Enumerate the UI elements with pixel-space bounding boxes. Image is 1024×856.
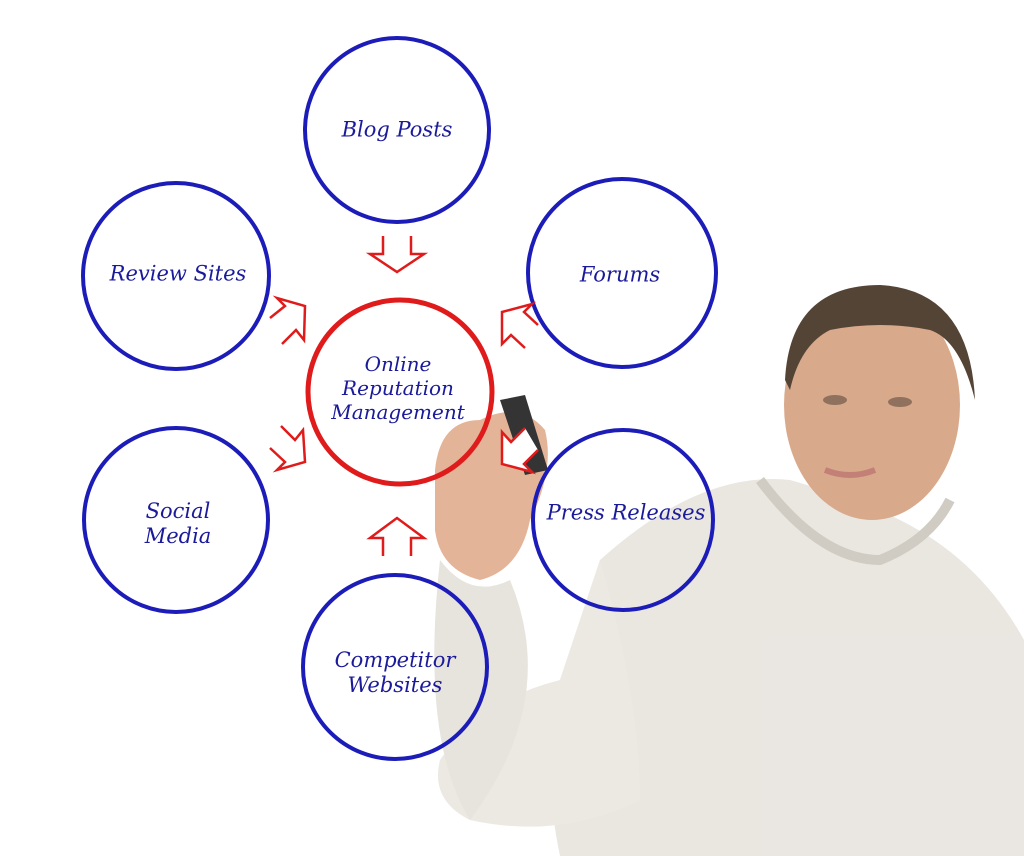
node-label-review-sites: Review Sites <box>110 262 247 287</box>
node-circles <box>81 36 718 761</box>
node-text-line-2: Websites <box>347 673 443 697</box>
node-text: Press Releases <box>546 500 706 525</box>
node-text: Forums <box>579 262 661 287</box>
arrow-down-left-icon <box>500 301 539 349</box>
arrow-up-left-icon <box>500 427 539 475</box>
node-circle-blog-posts <box>303 36 491 224</box>
node-text-line-1: Social <box>145 499 211 523</box>
center-circle <box>305 297 495 487</box>
node-circle-competitor-websites <box>301 573 489 761</box>
node-label-blog-posts: Blog Posts <box>342 118 453 143</box>
center-label: Online Reputation Management <box>331 352 465 424</box>
node-text: Blog Posts <box>341 117 453 142</box>
arrow-down-right-icon <box>269 295 307 345</box>
node-label-forums: Forums <box>580 263 660 288</box>
arrow-up-right-icon <box>269 425 307 473</box>
node-label-social-media: Social Media <box>145 499 212 549</box>
node-text-line-1: Competitor <box>334 648 456 672</box>
center-text-line-3: Management <box>331 400 465 424</box>
node-text-line-2: Media <box>144 524 212 548</box>
node-label-press-releases: Press Releases <box>547 501 706 526</box>
node-circle-social-media <box>82 426 270 614</box>
node-circle-forums <box>526 177 718 369</box>
center-text-line-2: Reputation <box>342 376 454 400</box>
person-figure <box>434 285 1024 856</box>
node-text: Review Sites <box>109 261 247 286</box>
arrow-down-icon <box>365 236 429 274</box>
arrows <box>269 236 539 556</box>
arrow-up-icon <box>366 516 428 556</box>
node-label-competitor-websites: Competitor Websites <box>335 648 456 698</box>
node-circle-press-releases <box>531 428 715 612</box>
node-circle-review-sites <box>81 181 271 371</box>
center-text-line-1: Online <box>364 352 432 376</box>
